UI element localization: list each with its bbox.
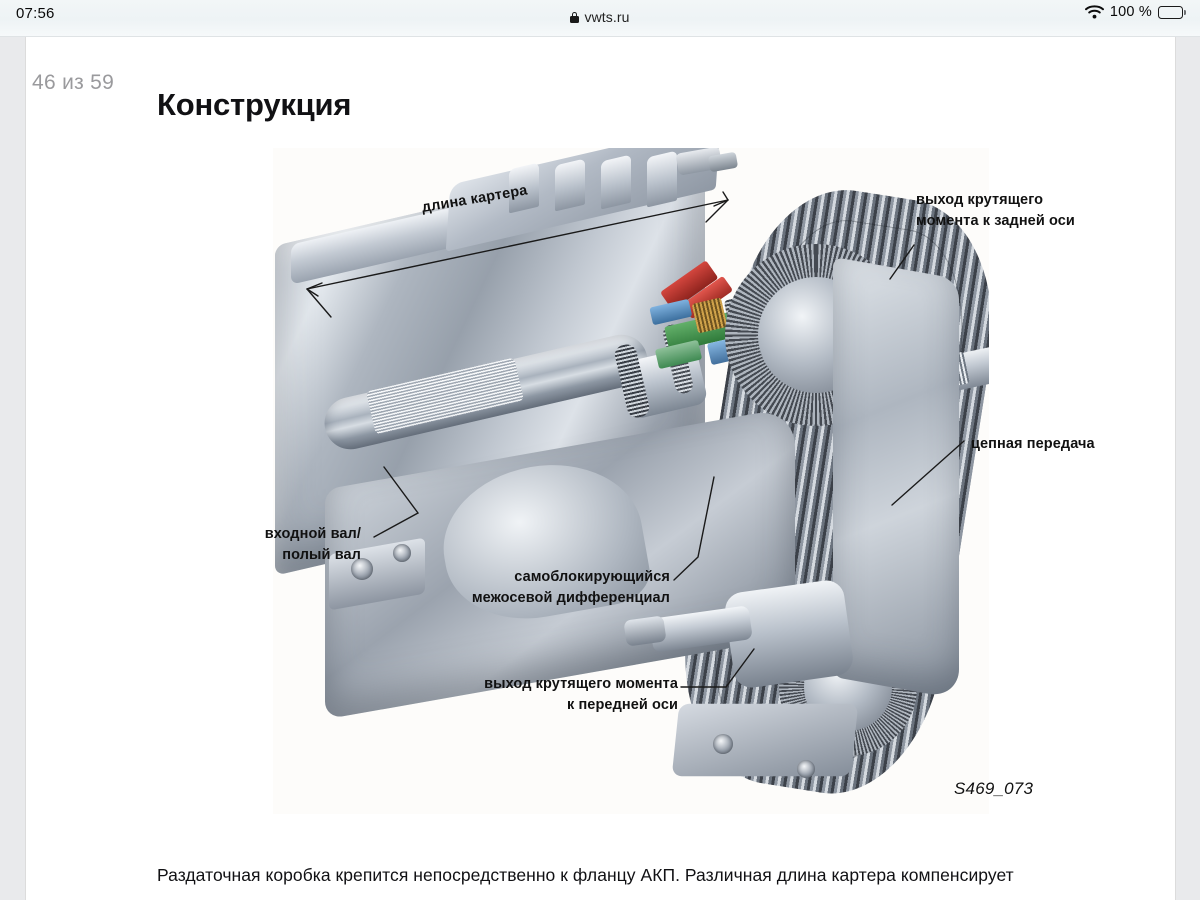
browser-status-bar: 07:56 vwts.ru 100 % <box>0 0 1200 37</box>
mounting-foot-bottom <box>671 703 859 777</box>
housing-rib <box>647 150 677 208</box>
address-url-label: vwts.ru <box>584 9 630 25</box>
page-counter: 46 из 59 <box>32 71 115 94</box>
callout-input-shaft: входной вал/ полый вал <box>264 526 361 563</box>
document-page[interactable]: 46 из 59 Конструкция <box>25 37 1176 900</box>
callout-rear-axle-output: выход крутящего момента к задней оси <box>916 192 1075 229</box>
housing-right-wall <box>833 256 959 700</box>
figure-reference-code: S469_073 <box>954 779 1034 798</box>
bolt-hole <box>393 544 411 562</box>
body-paragraph: Раздаточная коробка крепится непосредств… <box>157 864 1014 900</box>
status-clock: 07:56 <box>16 5 55 22</box>
callout-chain-drive: цепная передача <box>971 436 1095 452</box>
bolt-hole <box>713 734 733 754</box>
battery-percent-label: 100 % <box>1109 4 1152 20</box>
battery-full-icon <box>1158 5 1186 19</box>
housing-rib <box>601 154 631 210</box>
bolt-hole <box>797 760 815 778</box>
status-indicators: 100 % <box>1084 4 1186 20</box>
lock-icon <box>570 11 580 23</box>
callout-center-differential: самоблокирующийся межосевой дифференциал <box>471 569 670 606</box>
wifi-icon <box>1084 5 1104 19</box>
address-bar[interactable]: vwts.ru <box>0 9 1200 25</box>
front-output-stub <box>623 615 667 647</box>
housing-top-plug <box>707 151 739 173</box>
housing-rib <box>555 158 585 212</box>
callout-front-axle-output: выход крутящего момента к передней оси <box>484 676 678 713</box>
page-title: Конструкция <box>157 86 352 122</box>
viewer-background: 46 из 59 Конструкция <box>0 37 1200 900</box>
bolt-hole <box>351 558 373 580</box>
